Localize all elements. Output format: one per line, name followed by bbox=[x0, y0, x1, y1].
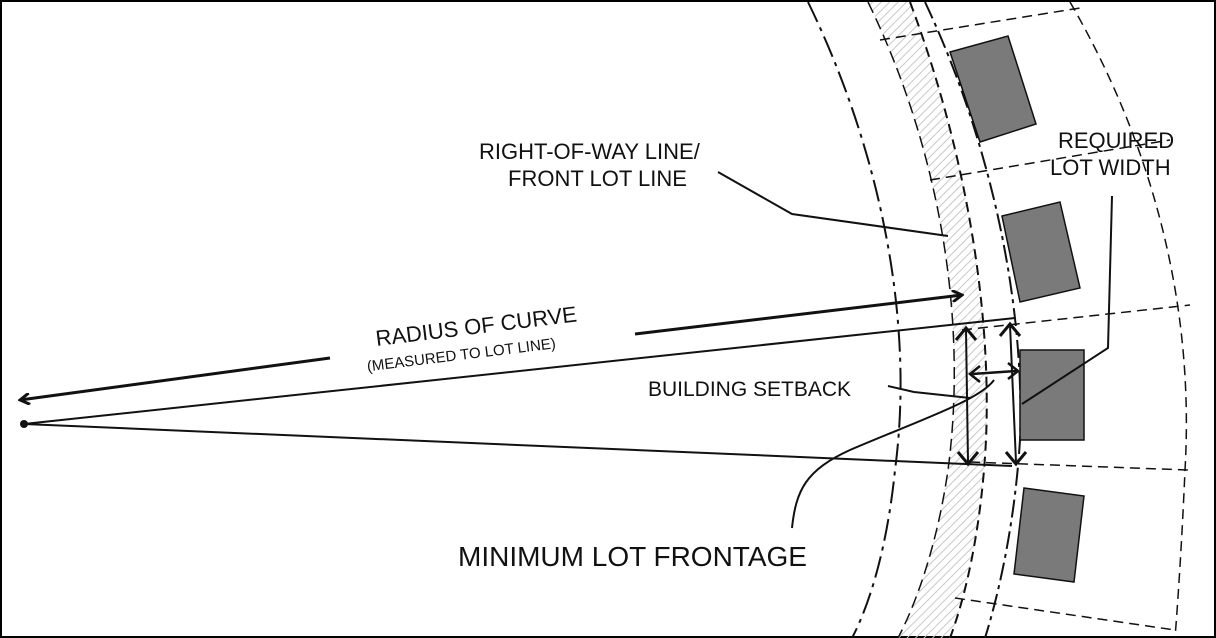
setback-label: BUILDING SETBACK bbox=[648, 378, 851, 401]
lot-width-label-line2: LOT WIDTH bbox=[1050, 155, 1171, 180]
leader-setback bbox=[887, 385, 971, 399]
radius-lines bbox=[23, 317, 1016, 467]
leader-lines bbox=[717, 171, 1113, 529]
row-label-line2: FRONT LOT LINE bbox=[508, 166, 687, 191]
right-of-way-line bbox=[909, 1, 988, 638]
street-centerline bbox=[807, 1, 902, 638]
leader-row-line bbox=[717, 171, 949, 237]
radius-arrow-left bbox=[20, 356, 331, 400]
rear-lot-line bbox=[1069, 1, 1188, 638]
hatch-inner-edge bbox=[867, 1, 956, 638]
leader-frontage bbox=[791, 379, 995, 529]
row-label-line1: RIGHT-OF-WAY LINE/ bbox=[479, 139, 701, 164]
building-2 bbox=[1001, 201, 1081, 303]
lot-width-dimension bbox=[998, 321, 1028, 467]
radius-arrow-right bbox=[634, 295, 962, 336]
side-lot-lines bbox=[879, 7, 1191, 631]
leader-lot-width bbox=[1021, 195, 1113, 405]
setback-dimension bbox=[967, 362, 1021, 383]
building-4 bbox=[1013, 487, 1085, 583]
building-3 bbox=[1019, 349, 1085, 441]
buildings bbox=[949, 35, 1085, 583]
frontage-label: MINIMUM LOT FRONTAGE bbox=[458, 541, 807, 572]
frontage-dimension bbox=[954, 325, 980, 467]
lot-width-label-line1: REQUIRED bbox=[1058, 128, 1174, 153]
building-1 bbox=[949, 35, 1037, 143]
building-setback-line bbox=[924, 1, 1022, 638]
curve-center-point bbox=[20, 420, 28, 428]
